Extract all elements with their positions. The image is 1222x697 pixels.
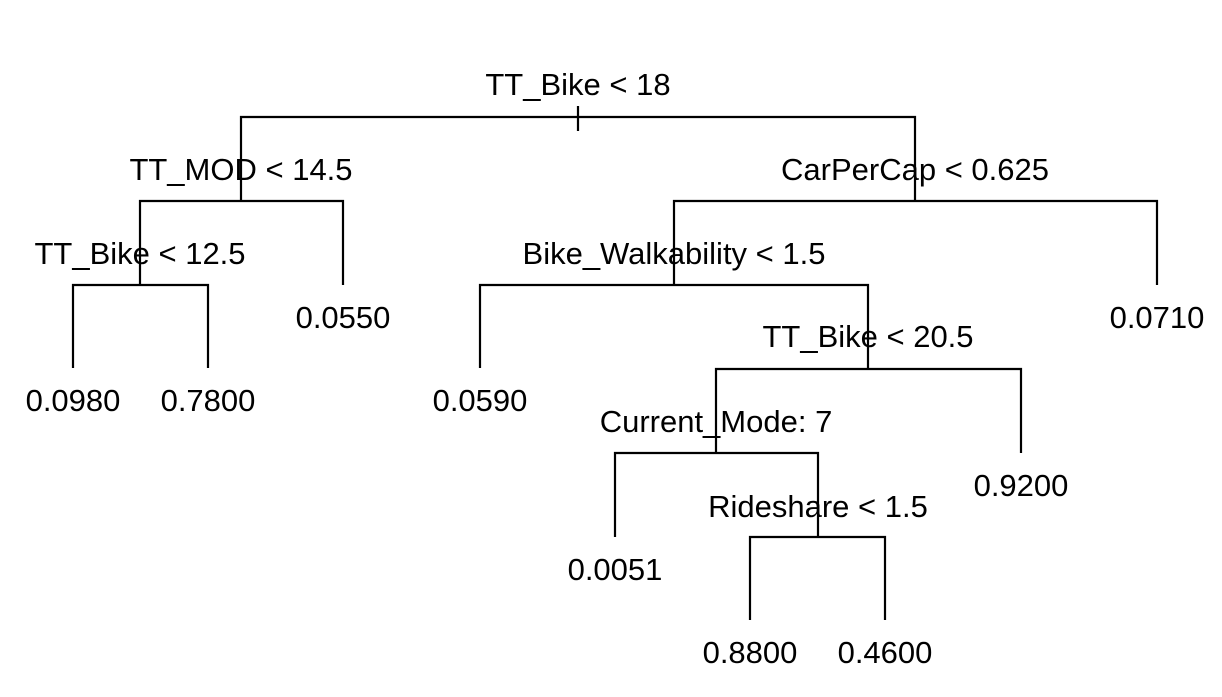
leaf-labels: 0.0980 0.7800 0.0550 0.0590 0.0051 0.880… xyxy=(26,300,1205,670)
split-label-rlr-left-right: Rideshare < 1.5 xyxy=(708,489,928,524)
split-label-right: CarPerCap < 0.625 xyxy=(781,152,1049,187)
edge-rlr-left xyxy=(613,451,820,537)
leaf-value: 0.0980 xyxy=(26,383,121,418)
split-labels: TT_Bike < 18 TT_MOD < 14.5 CarPerCap < 0… xyxy=(34,67,1049,524)
split-label-right-left: Bike_Walkability < 1.5 xyxy=(523,236,826,271)
edge-right xyxy=(672,199,1159,285)
edge-root xyxy=(239,106,917,200)
split-label-right-left-right: TT_Bike < 20.5 xyxy=(762,319,973,354)
split-label-left-left: TT_Bike < 12.5 xyxy=(34,236,245,271)
edge-left-left xyxy=(71,283,210,368)
split-label-rlr-left: Current_Mode: 7 xyxy=(600,404,833,439)
leaf-value: 0.0051 xyxy=(568,552,663,587)
edge-right-left-right xyxy=(714,367,1023,453)
edge-left xyxy=(138,199,345,285)
leaf-value: 0.9200 xyxy=(974,468,1069,503)
edge-rlr-left-right xyxy=(748,535,887,620)
split-label-root: TT_Bike < 18 xyxy=(485,67,670,102)
split-label-left: TT_MOD < 14.5 xyxy=(129,152,352,187)
leaf-value: 0.0710 xyxy=(1110,300,1205,335)
leaf-value: 0.4600 xyxy=(838,635,933,670)
leaf-value: 0.0590 xyxy=(433,383,528,418)
leaf-value: 0.0550 xyxy=(296,300,391,335)
leaf-value: 0.8800 xyxy=(703,635,798,670)
tree-edges xyxy=(71,106,1159,620)
leaf-value: 0.7800 xyxy=(161,383,256,418)
edge-right-left xyxy=(478,283,870,368)
